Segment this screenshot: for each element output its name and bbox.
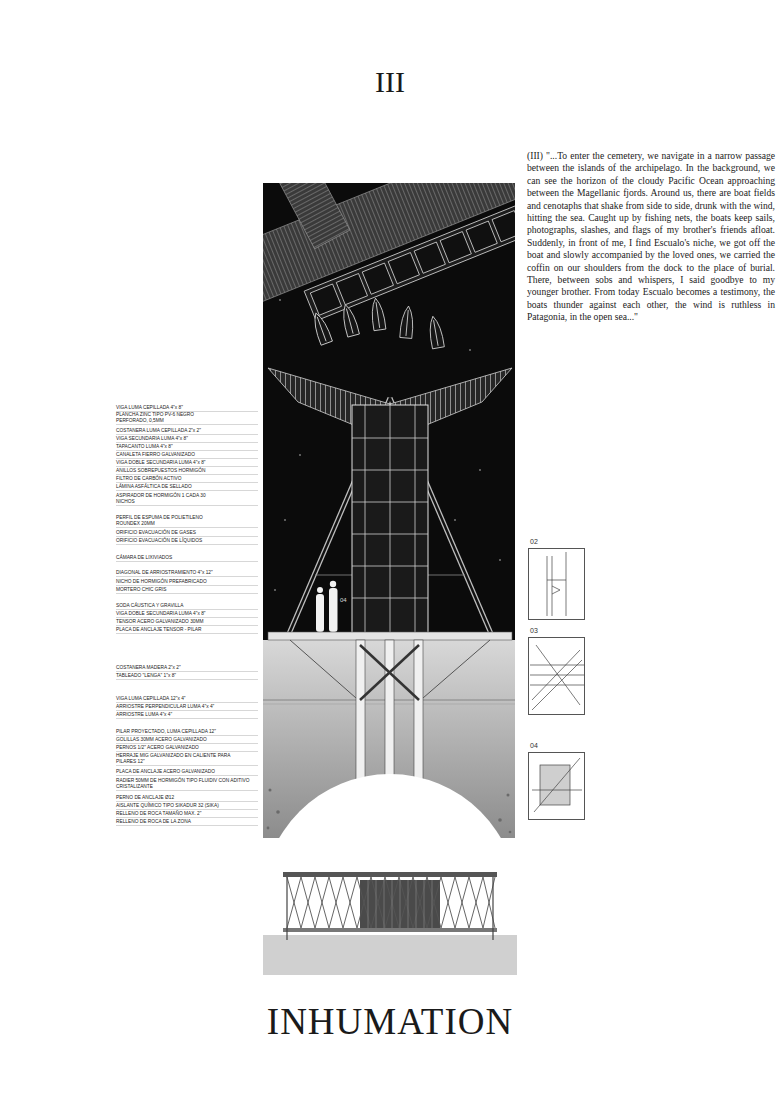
material-label: ORIFICIO EVACUACIÓN DE GASES xyxy=(116,530,256,536)
material-label: RADIER 50MM DE HORMIGÓN TIPO FLUIDIV CON… xyxy=(116,778,256,790)
material-label: TABLEADO "LENGA" 1"x 8" xyxy=(116,673,256,679)
material-label: GOLILLAS 30MM ACERO GALVANIZADO xyxy=(116,737,256,743)
material-label: COSTANERA LUMA CEPILLADA 2"x 2" xyxy=(116,428,256,434)
material-label: VIGA LUMA CEPILLADA 12"x 4" xyxy=(116,696,256,702)
material-label: VIGA DOBLE SECUNDARIA LUMA 4"x 8" xyxy=(116,460,256,466)
material-label: CÁMARA DE LIXIVIADOS xyxy=(116,555,256,561)
detail-number: 03 xyxy=(530,626,538,635)
material-label: FILTRO DE CARBÓN ACTIVO xyxy=(116,476,256,482)
material-label: ARRIOSTRE LUMA 4"x 4" xyxy=(116,712,256,718)
detail-drawings xyxy=(530,552,584,812)
leader-lines xyxy=(116,412,258,826)
material-label: VIGA DOBLE SECUNDARIA LUMA 4"x 8" xyxy=(116,611,256,617)
detail-box: 02 xyxy=(528,548,585,620)
material-label: PERFIL DE ESPUMA DE POLIETILENO ROUNDEX … xyxy=(116,515,226,527)
material-label: ASPIRADOR DE HORMIGÓN 1 CADA 30 NICHOS xyxy=(116,493,216,505)
material-label: RELLENO DE ROCA TAMAÑO MAX. 2" xyxy=(116,811,256,817)
material-label: PERNOS 1/2" ACERO GALVANIZADO xyxy=(116,745,256,751)
material-label: PLANCHA ZINC TIPO PV-6 NEGRO PERFORADO, … xyxy=(116,412,216,424)
material-label: ORIFICIO EVACUACIÓN DE LÍQUIDOS xyxy=(116,538,256,544)
material-label: LÁMINA ASFÁLTICA DE SELLADO xyxy=(116,484,256,490)
material-label: TENSOR ACERO GALVANIZADO 30MM xyxy=(116,619,256,625)
material-label: PERNO DE ANCLAJE Ø12 xyxy=(116,795,256,801)
material-label: TAPACANTO LUMA 4"x 8" xyxy=(116,444,256,450)
main-section xyxy=(263,183,515,838)
material-label: AISLANTE QUÍMICO TIPO SIKADUR 32 (SIKA) xyxy=(116,803,256,809)
narrative-text: (III) "...To enter the cemetery, we navi… xyxy=(527,150,775,324)
material-label: COSTANERA MADERA 2"x 2" xyxy=(116,665,256,671)
detail-box: 04 xyxy=(528,752,585,820)
detail-box: 03 xyxy=(528,637,585,715)
material-label: NICHO DE HORMIGÓN PREFABRICADO xyxy=(116,579,256,585)
detail-number: 04 xyxy=(530,741,538,750)
material-label: HERRAJE MIG GALVANIZADO EN CALIENTE PARA… xyxy=(116,753,241,765)
callout-number: 04 xyxy=(340,597,347,604)
material-label: ARRIOSTRE PERPENDICULAR LUMA 4"x 4" xyxy=(116,704,256,710)
material-label: RELLENO DE ROCA DE LA ZONA xyxy=(116,819,256,825)
material-label: DIAGONAL DE ARRIOSTRAMIENTO 4"x 12" xyxy=(116,570,256,576)
elevation-drawing xyxy=(263,872,517,975)
material-label: VIGA SECUNDARIA LUMA 4"x 8" xyxy=(116,436,256,442)
material-label: SODA CÁUSTICA Y GRAVILLA xyxy=(116,603,256,609)
material-label: VIGA LUMA CEPILLADA 4"x 8" xyxy=(116,405,256,411)
material-label: ANILLOS SOBREPUESTOS HORMIGÓN xyxy=(116,468,256,474)
material-label: PLACA DE ANCLAJE ACERO GALVANIZADO xyxy=(116,769,256,775)
material-label: PILAR PROYECTADO, LUMA CEPILLADA 12" xyxy=(116,729,256,735)
detail-number: 02 xyxy=(530,537,538,546)
material-label: MORTERO CHIC GRIS xyxy=(116,587,256,593)
sheet-title: INHUMATION xyxy=(0,1000,780,1044)
material-label: CANALETA FIERRO GALVANIZADO xyxy=(116,452,256,458)
material-label: PLACA DE ANCLAJE TENSOR - PILAR xyxy=(116,627,256,633)
sheet-number: III xyxy=(0,64,780,100)
